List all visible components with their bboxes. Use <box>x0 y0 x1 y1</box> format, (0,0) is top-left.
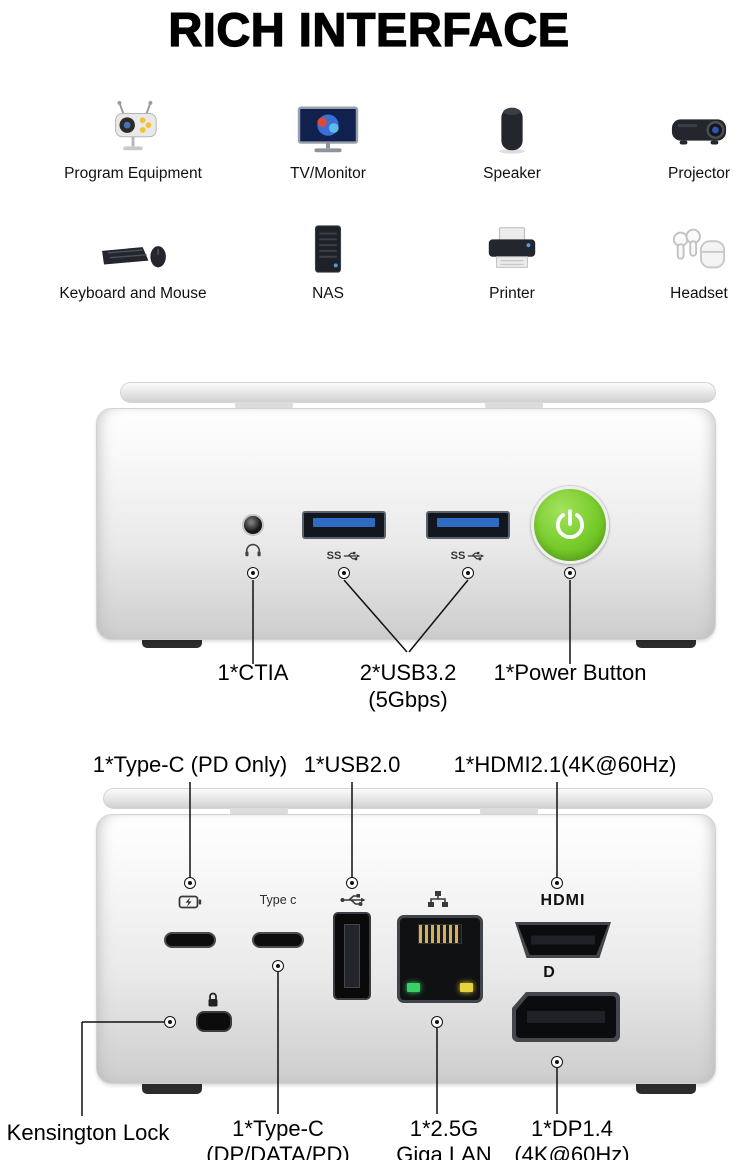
callout-label-type-c-line2: (DP/DATA/PD) <box>206 1142 350 1160</box>
usb2-port <box>333 912 371 1000</box>
callout-dot <box>431 1016 443 1028</box>
device-label: Speaker <box>483 165 541 182</box>
callout-dot <box>164 1016 176 1028</box>
lid-tab <box>480 808 538 815</box>
front-view: SS SS <box>0 368 738 740</box>
headphone-jack-port <box>242 514 264 536</box>
lan-led-yellow <box>460 983 473 992</box>
usb-trident-icon <box>344 551 361 561</box>
power-button <box>531 486 609 564</box>
device-item: Program Equipment <box>43 94 223 183</box>
device-item: Headset <box>599 214 738 303</box>
speaker-icon <box>473 94 551 158</box>
hdmi-logo-text: HDMI <box>540 892 586 909</box>
rj45-pins <box>418 924 462 944</box>
callout-label-usb-line2: (5Gbps) <box>368 687 448 712</box>
displayport-slot <box>527 1011 605 1023</box>
callout-dot <box>564 567 576 579</box>
usb2-port-slot <box>344 924 360 988</box>
callout-label-usb2: 1*USB2.0 <box>303 752 401 777</box>
callout-label-power: 1*Power Button <box>493 660 647 685</box>
device-item: TV/Monitor <box>248 94 408 183</box>
device-label: TV/Monitor <box>290 165 366 182</box>
mini-pc-front-panel <box>96 408 716 640</box>
callout-dot <box>462 567 474 579</box>
callout-label-kensington: Kensington Lock <box>6 1120 170 1145</box>
security-camera-icon <box>94 94 172 158</box>
usb3-port-1 <box>302 511 386 539</box>
device-label: NAS <box>312 285 344 302</box>
earbuds-icon <box>660 214 738 278</box>
lan-network-icon <box>427 890 449 908</box>
battery-charge-icon <box>178 894 202 910</box>
device-label: Printer <box>489 285 535 302</box>
device-label: Projector <box>667 165 731 182</box>
kensington-lock-slot <box>196 1011 232 1032</box>
hdmi-port-slot <box>531 935 595 945</box>
callout-label-dp-line2: (4K@60Hz) <box>514 1142 630 1160</box>
keyboard-mouse-icon <box>94 214 172 278</box>
callout-dot <box>346 877 358 889</box>
lid-tab <box>235 402 293 409</box>
type-c-port-label: Type c <box>259 893 297 907</box>
callout-dot <box>272 960 284 972</box>
displayport-port <box>512 992 620 1042</box>
usb-trident-icon <box>340 892 366 908</box>
device-item: Speaker <box>432 94 592 183</box>
ethernet-rj45-port <box>397 915 483 1003</box>
callout-label-type-c-line1: 1*Type-C <box>232 1116 324 1141</box>
headphone-icon <box>244 542 262 558</box>
device-label: Program Equipment <box>64 165 202 182</box>
lid-tab <box>485 402 543 409</box>
page-title: RICH INTERFACE <box>168 2 570 56</box>
device-label: Keyboard and Mouse <box>59 285 207 302</box>
callout-label-hdmi: 1*HDMI2.1(4K@60Hz) <box>453 752 677 777</box>
ss-text: SS <box>450 550 466 562</box>
device-item: NAS <box>248 214 408 303</box>
callout-dot <box>184 877 196 889</box>
power-icon <box>555 509 585 540</box>
ss-text: SS <box>326 550 342 562</box>
device-item: Projector <box>599 94 738 183</box>
hdmi-port <box>515 922 611 958</box>
mini-pc-lid <box>103 788 713 809</box>
callout-label-type-c-pd: 1*Type-C (PD Only) <box>92 752 288 777</box>
device-item: Printer <box>432 214 592 303</box>
nas-server-icon <box>289 214 367 278</box>
projector-icon <box>660 94 738 158</box>
printer-icon <box>473 214 551 278</box>
callout-label-dp-line1: 1*DP1.4 <box>531 1116 613 1141</box>
device-item: Keyboard and Mouse <box>43 214 223 303</box>
callout-label-usb-line1: 2*USB3.2 <box>359 660 457 685</box>
rear-view: 1*Type-C (PD Only) 1*USB2.0 1*HDMI2.1(4K… <box>0 740 738 1160</box>
lan-led-green <box>407 983 420 992</box>
usb-trident-icon <box>468 551 485 561</box>
callout-label-ctia: 1*CTIA <box>217 660 289 685</box>
lock-icon <box>206 991 220 1008</box>
callout-dot <box>338 567 350 579</box>
usb-ss-marking: SS <box>446 550 490 562</box>
callout-label-lan-line2: Giga LAN <box>396 1142 492 1160</box>
type-c-data-port <box>252 932 304 948</box>
mini-pc-lid <box>120 382 716 403</box>
callout-dot <box>551 877 563 889</box>
callout-dot <box>247 567 259 579</box>
callout-label-lan-line1: 1*2.5G <box>409 1116 479 1141</box>
usb-tongue <box>437 518 499 527</box>
usb-ss-marking: SS <box>322 550 366 562</box>
usb3-port-2 <box>426 511 510 539</box>
tv-monitor-icon <box>289 94 367 158</box>
displayport-logo-text: D <box>543 964 555 981</box>
callout-dot <box>551 1056 563 1068</box>
type-c-pd-port <box>164 932 216 948</box>
lid-tab <box>230 808 288 815</box>
usb-tongue <box>313 518 375 527</box>
device-label: Headset <box>670 285 728 302</box>
